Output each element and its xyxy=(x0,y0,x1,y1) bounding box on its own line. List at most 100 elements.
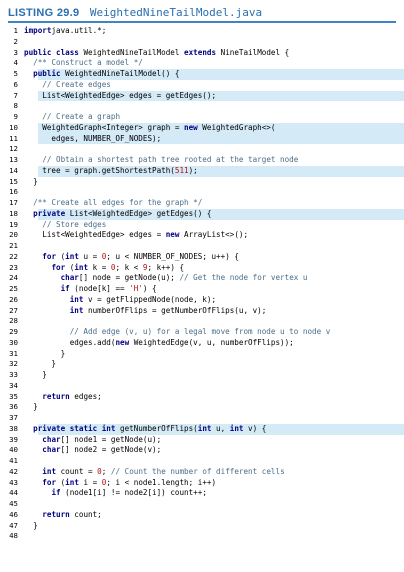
code-token: ( xyxy=(56,251,66,261)
code-token: ) { xyxy=(142,284,157,293)
code-text: private static int getNumberOfFlips(int … xyxy=(24,424,266,435)
code-line: 14 tree = graph.getShortestPath(511); xyxy=(9,165,404,177)
code-token xyxy=(24,220,42,229)
code-text: for (int u = 0; u < NUMBER_OF_NODES; u++… xyxy=(24,252,239,263)
code-token: WeightedNineTailModel xyxy=(78,47,185,57)
code-token: List<WeightedEdge> getEdges() { xyxy=(65,208,212,218)
line-number: 2 xyxy=(13,36,18,46)
code-token: int xyxy=(69,294,84,304)
code-token: java.util.*; xyxy=(51,26,107,35)
line-number: 12 xyxy=(9,144,18,154)
code-token xyxy=(24,306,70,315)
code-token: int xyxy=(74,262,89,272)
code-token: count = xyxy=(56,466,98,476)
code-token: 'H' xyxy=(129,284,143,293)
code-token: u, xyxy=(211,423,230,433)
line-number: 10 xyxy=(9,122,18,132)
code-token: 0 xyxy=(97,466,102,476)
line-number: 18 xyxy=(9,208,18,218)
code-token: } xyxy=(24,402,38,412)
code-line: 12 xyxy=(0,144,404,155)
code-text: char[] node1 = getNode(u); xyxy=(24,435,161,446)
line-number: 16 xyxy=(9,187,18,197)
code-line: 29 // Add edge (v, u) for a legal move f… xyxy=(0,327,404,338)
line-number: 44 xyxy=(9,488,18,498)
code-token: int xyxy=(197,423,212,433)
line-number: 24 xyxy=(9,273,18,283)
code-text: // Obtain a shortest path tree rooted at… xyxy=(24,155,298,166)
code-text: int count = 0; // Count the number of di… xyxy=(24,466,285,478)
code-line: 15 } xyxy=(0,177,404,188)
code-text: } xyxy=(24,177,38,188)
code-line: 6 // Create edges xyxy=(0,80,404,91)
code-token: count; xyxy=(69,509,102,519)
code-token: int xyxy=(69,305,84,315)
code-token: } xyxy=(24,176,38,186)
code-token: } xyxy=(24,348,66,358)
line-number: 26 xyxy=(9,294,18,304)
line-number: 35 xyxy=(9,391,18,401)
code-token xyxy=(24,284,61,293)
line-number: 37 xyxy=(9,413,18,422)
code-line: 38 private static int getNumberOfFlips(i… xyxy=(9,423,404,435)
code-token: k = xyxy=(88,262,111,272)
code-token: [] node = getNode(u); xyxy=(78,273,180,283)
code-line: 22 for (int u = 0; u < NUMBER_OF_NODES; … xyxy=(0,252,404,263)
code-token: // Count the number of different cells xyxy=(110,466,285,476)
line-number: 41 xyxy=(9,456,18,465)
code-token xyxy=(24,58,33,67)
code-line: 10 WeightedGraph<Integer> graph = new We… xyxy=(9,122,404,134)
code-token: v) { xyxy=(243,423,267,433)
code-text: // Add edge (v, u) for a legal move from… xyxy=(24,327,331,338)
code-line: 41 xyxy=(0,456,404,467)
code-line: 27 int numberOfFlips = getNumberOfFlips(… xyxy=(0,306,404,317)
line-number: 36 xyxy=(9,402,18,412)
code-token xyxy=(24,112,42,121)
code-token xyxy=(24,155,42,164)
code-line: 36 } xyxy=(0,402,404,413)
code-token: } xyxy=(24,520,38,530)
code-text: // Create edges xyxy=(24,80,111,91)
code-token xyxy=(24,295,70,304)
line-number: 7 xyxy=(13,90,18,100)
code-token: private static int xyxy=(33,423,116,433)
code-token xyxy=(24,478,42,487)
line-number: 32 xyxy=(9,359,18,369)
code-line: 39 char[] node1 = getNode(u); xyxy=(0,435,404,446)
code-token: } xyxy=(24,370,47,379)
code-token: edges; xyxy=(69,391,102,401)
code-text: public WeightedNineTailModel() { xyxy=(24,69,179,80)
line-number: 45 xyxy=(9,499,18,508)
code-token: 511 xyxy=(174,165,189,175)
code-text: char[] node2 = getNode(v); xyxy=(24,445,161,456)
code-text: edges.add(new WeightedEdge(v, u, numberO… xyxy=(24,338,294,349)
code-token: ); xyxy=(188,165,198,175)
code-token: [] node2 = getNode(v); xyxy=(60,445,162,455)
code-token xyxy=(24,445,42,454)
code-text: } xyxy=(24,359,56,370)
line-number: 9 xyxy=(13,112,18,121)
line-number: 20 xyxy=(9,230,18,240)
code-token: ; k < xyxy=(115,262,143,272)
code-text: for (int i = 0; i < node1.length; i++) xyxy=(24,478,216,489)
line-number: 33 xyxy=(9,370,18,379)
listing-filename: WeightedNineTailModel.java xyxy=(89,6,263,19)
code-line: 25 if (node[k] == 'H') { xyxy=(0,284,404,295)
code-line: 37 xyxy=(0,413,404,424)
code-line: 18 private List<WeightedEdge> getEdges()… xyxy=(9,208,404,220)
code-token: int xyxy=(229,423,244,433)
code-token: WeightedNineTailModel() { xyxy=(60,69,180,78)
line-number: 19 xyxy=(9,219,18,229)
code-token: } xyxy=(24,359,57,369)
code-token xyxy=(24,198,33,207)
code-token: import xyxy=(24,26,52,35)
code-token: // Create edges xyxy=(42,79,111,89)
line-number: 11 xyxy=(9,133,18,143)
line-number: 42 xyxy=(9,466,18,476)
code-token: 0 xyxy=(110,262,116,272)
code-text: if (node[k] == 'H') { xyxy=(24,284,157,295)
code-token: for xyxy=(42,477,57,487)
code-token: List<WeightedEdge> edges = xyxy=(24,230,166,240)
code-token: char xyxy=(42,445,61,455)
